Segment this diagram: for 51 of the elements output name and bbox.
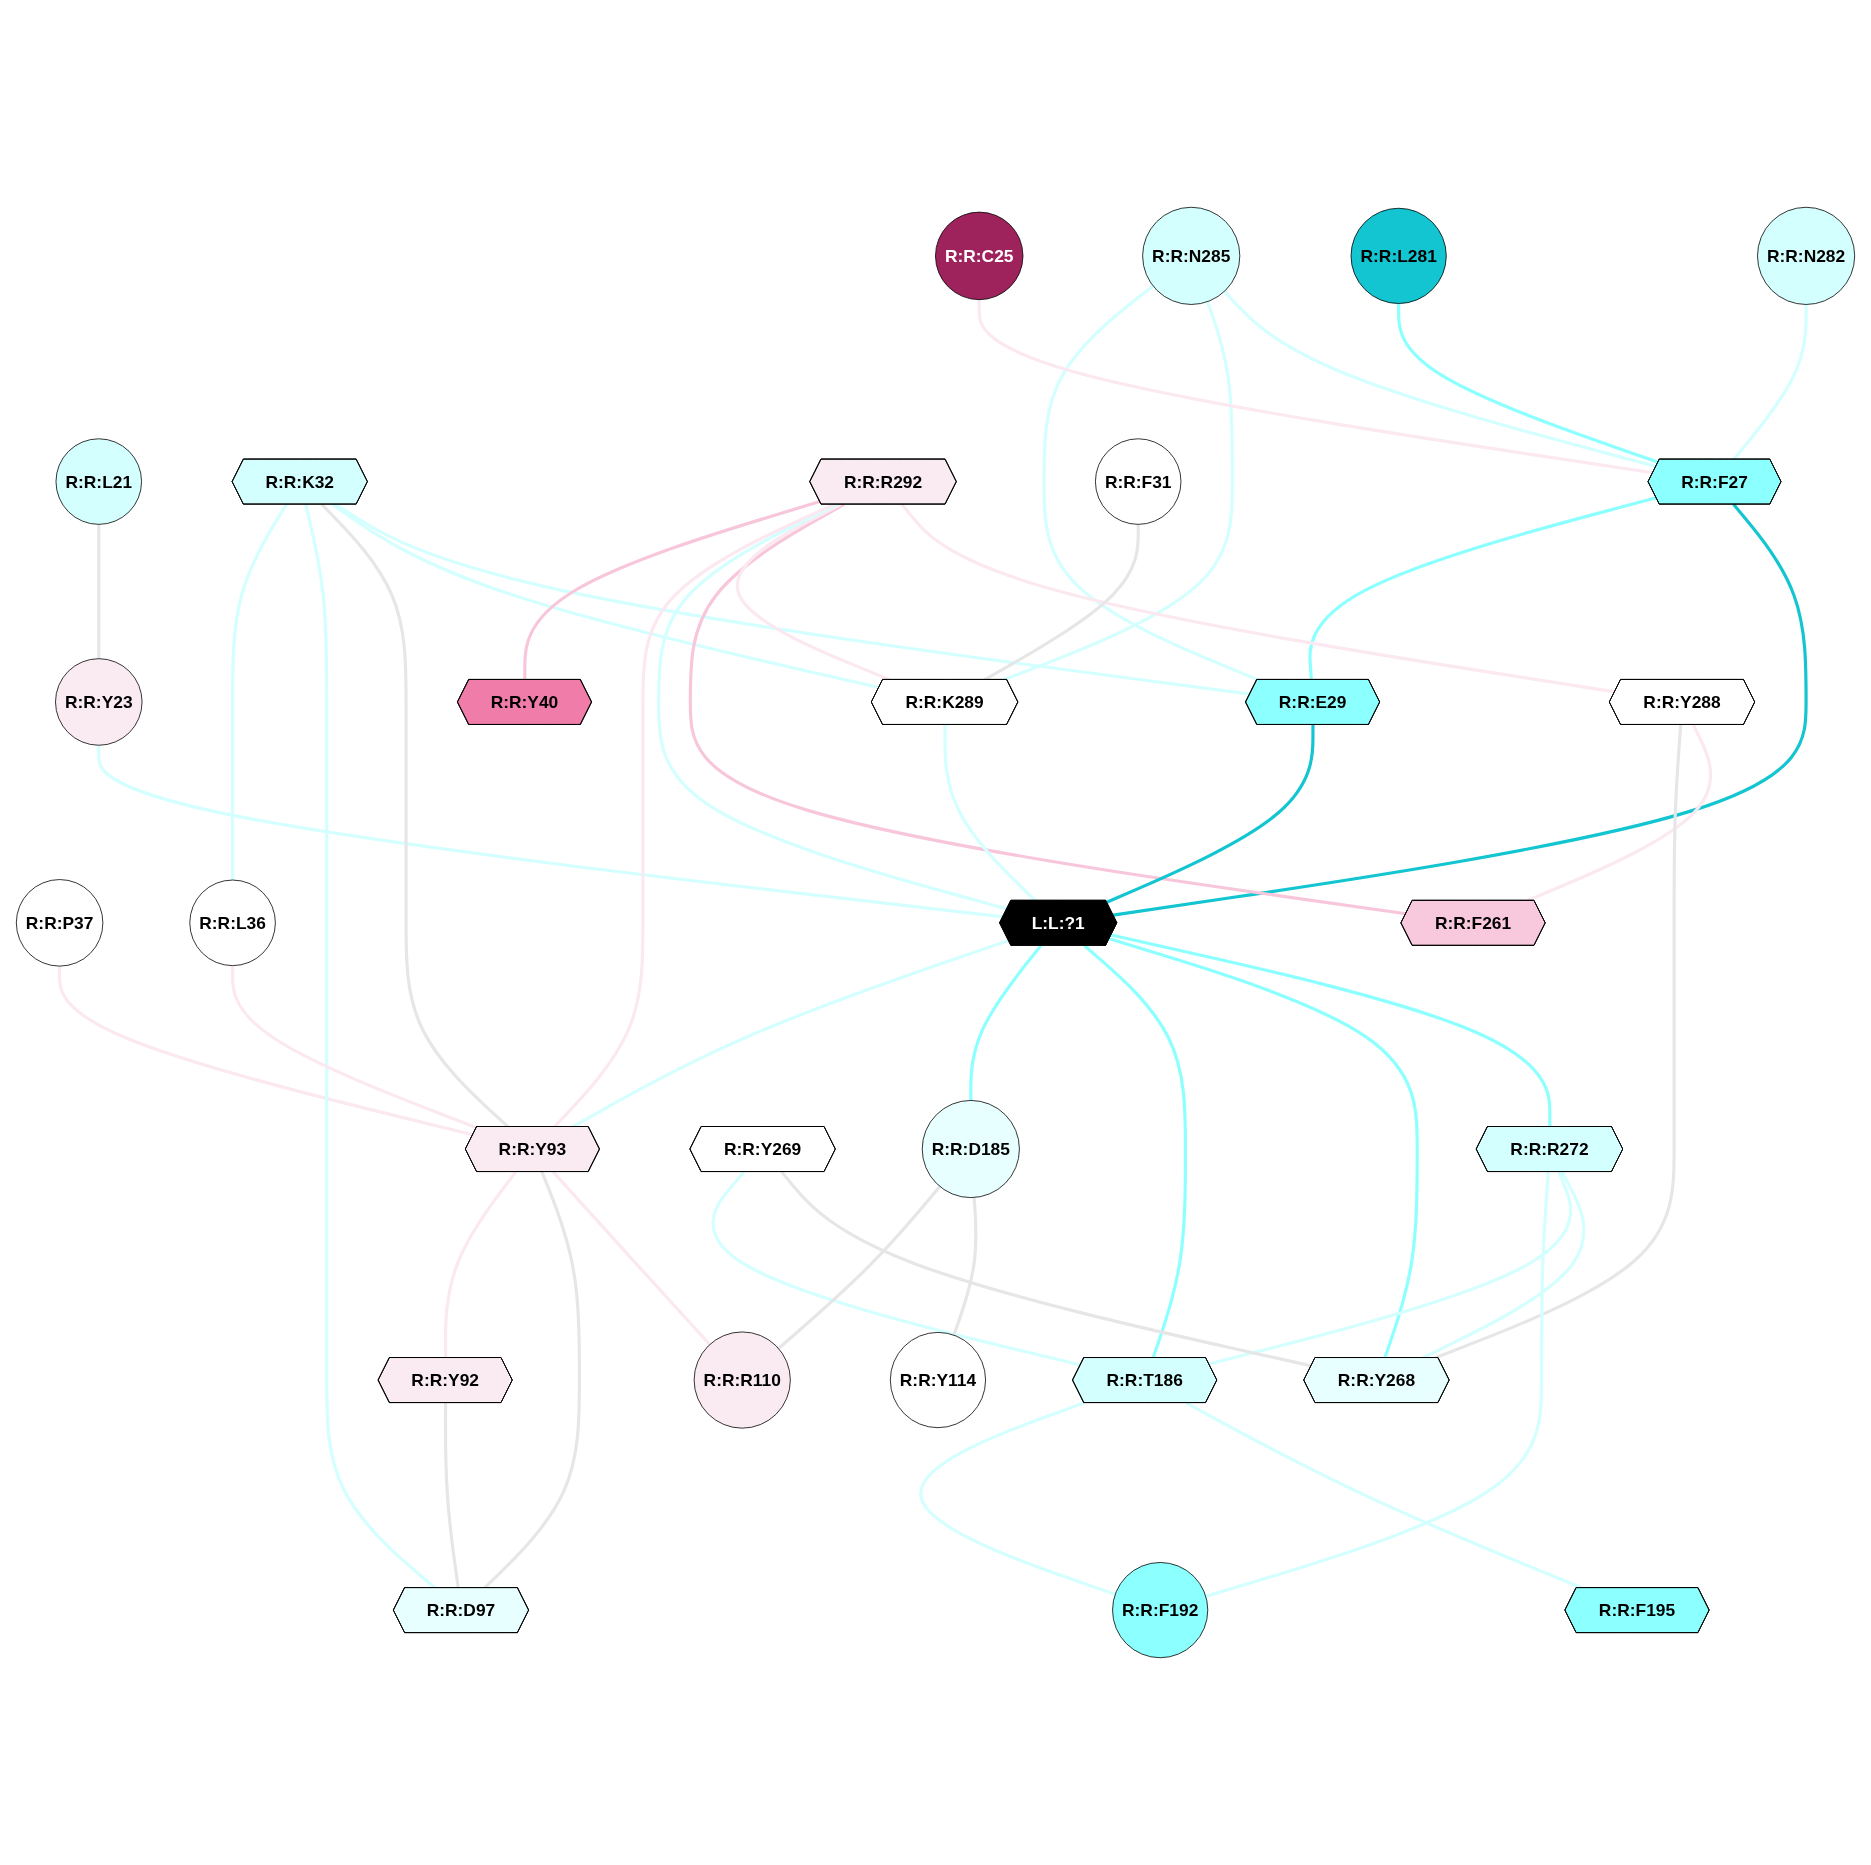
node-circle: R:R:L281 bbox=[1350, 207, 1447, 304]
connector bbox=[777, 1185, 941, 1350]
connector bbox=[919, 1401, 1116, 1596]
connector bbox=[1003, 301, 1234, 682]
node-circle: R:R:N282 bbox=[1757, 206, 1856, 305]
connector bbox=[1110, 933, 1552, 1127]
node-circle: R:R:D185 bbox=[921, 1100, 1020, 1198]
connector bbox=[551, 1170, 711, 1346]
node-circle: R:R:R110 bbox=[693, 1331, 791, 1429]
connector bbox=[969, 944, 1043, 1101]
connector bbox=[780, 1170, 1312, 1368]
connector bbox=[952, 1197, 978, 1336]
connector bbox=[58, 966, 474, 1137]
node-circle: R:R:L36 bbox=[189, 879, 276, 967]
connector bbox=[1106, 724, 1315, 904]
connector bbox=[1732, 304, 1808, 461]
node-circle: R:R:F192 bbox=[1112, 1562, 1209, 1659]
connector bbox=[231, 965, 478, 1130]
connector bbox=[443, 1402, 460, 1589]
connector bbox=[1042, 284, 1259, 682]
connector bbox=[1308, 496, 1657, 680]
connector bbox=[977, 299, 1654, 475]
connector bbox=[97, 745, 1004, 919]
connector bbox=[443, 1170, 518, 1358]
connector bbox=[1434, 724, 1683, 1360]
node-circle: R:R:Y23 bbox=[55, 658, 143, 746]
connector bbox=[943, 724, 1037, 902]
node-circle: R:R:L21 bbox=[55, 438, 142, 525]
connector bbox=[331, 503, 880, 689]
node-circle: R:R:Y114 bbox=[889, 1332, 986, 1429]
connector bbox=[1112, 503, 1808, 917]
connector bbox=[657, 503, 1008, 911]
connector bbox=[553, 503, 835, 1128]
node-circle: R:R:C25 bbox=[935, 211, 1024, 301]
connector bbox=[1185, 1401, 1583, 1590]
connector bbox=[711, 1170, 1081, 1367]
node-circle: R:R:N285 bbox=[1142, 206, 1241, 305]
connector bbox=[1108, 937, 1419, 1359]
connector bbox=[523, 499, 821, 680]
connector bbox=[1208, 1171, 1573, 1366]
connector bbox=[1083, 944, 1187, 1359]
connector bbox=[231, 503, 288, 881]
connector bbox=[900, 503, 1616, 694]
connector bbox=[688, 503, 1407, 916]
connector bbox=[1205, 1171, 1550, 1598]
node-circle: R:R:F31 bbox=[1095, 438, 1182, 525]
connector bbox=[1223, 290, 1657, 468]
connector bbox=[1526, 724, 1713, 903]
node-circle: R:R:P37 bbox=[15, 879, 104, 967]
connector bbox=[1397, 303, 1659, 464]
connector bbox=[334, 503, 1251, 696]
